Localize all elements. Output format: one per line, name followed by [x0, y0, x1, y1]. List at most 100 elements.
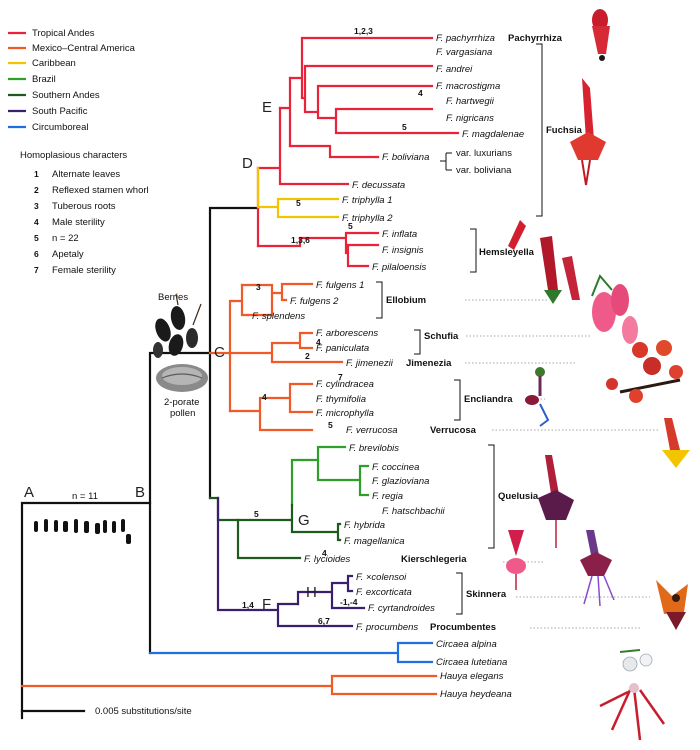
char-num-4: 4	[34, 217, 39, 227]
chromosome-number: n = 11	[72, 491, 98, 502]
taxon-labels: F. pachyrrhiza F. vargasiana F. andrei F…	[252, 33, 524, 700]
region-legend: Tropical Andes Mexico–Central America Ca…	[8, 28, 136, 133]
section-procumbentes: Procumbentes	[430, 622, 496, 633]
mark-triphylla: 5	[296, 198, 301, 208]
branch-e-split	[278, 76, 292, 148]
char-label-6: Apetaly	[52, 249, 84, 260]
legend-label-south-pacific: South Pacific	[32, 106, 88, 117]
char-num-1: 1	[34, 169, 39, 179]
taxon-macrostigma: F. macrostigma	[436, 81, 500, 92]
mark-pachyrrhiza: 1,2,3	[354, 26, 373, 36]
flower-pachyrrhiza-photo	[592, 9, 610, 61]
taxon-hartwegii: F. hartwegii	[446, 96, 495, 107]
branch-lycioides	[236, 518, 302, 560]
taxon-hatschbachii: F. hatschbachii	[382, 506, 446, 517]
taxon-fulgens2: F. fulgens 2	[290, 296, 339, 307]
flower-skinnera-photo	[580, 530, 615, 607]
characters-title: Homoplasious characters	[20, 150, 127, 161]
taxon-decussata: F. decussata	[352, 180, 405, 191]
taxon-splendens: F. splendens	[252, 311, 305, 322]
flower-verrucosa-photo	[662, 418, 690, 468]
taxon-hauya-elegans: Hauya elegans	[440, 671, 504, 682]
branch-node-B	[148, 351, 212, 655]
bracket-skinnera	[456, 572, 463, 615]
section-schufia: Schufia	[424, 331, 459, 342]
flower-hemsleyella-photo	[508, 220, 580, 304]
taxon-andrei: F. andrei	[436, 64, 473, 75]
clade-southern-andes	[208, 496, 342, 560]
taxon-triphylla1: F. triphylla 1	[342, 195, 393, 206]
branch-hauya	[20, 674, 438, 696]
bracket-encliandra	[454, 379, 461, 421]
node-label-B: B	[135, 484, 145, 501]
mark-lycioides: 4	[322, 548, 327, 558]
taxon-lycioides: F. lycioides	[304, 554, 351, 565]
mark-encliandra: 4	[262, 392, 267, 402]
mark-cyrtandroides: -1,-4	[340, 597, 358, 607]
berries-label: Berries	[158, 292, 188, 303]
character-legend: Homoplasious characters 1 Alternate leav…	[20, 150, 149, 276]
tree-branches	[20, 36, 460, 720]
legend-label-southern-andes: Southern Andes	[32, 90, 100, 101]
taxon-excorticata: F. excorticata	[356, 587, 412, 598]
mark-procumbens: 6,7	[318, 616, 330, 626]
clade-brazil	[290, 445, 370, 507]
section-quelusia: Quelusia	[498, 491, 539, 502]
branch-macrostigma-group	[316, 84, 460, 135]
branch-southern-andes	[208, 496, 342, 542]
section-skinnera: Skinnera	[466, 589, 507, 600]
branch-ellobium-real	[240, 282, 314, 317]
taxon-arborescens: F. arborescens	[316, 328, 378, 339]
bracket-ellobium	[376, 281, 383, 319]
clade-south-pacific	[216, 496, 366, 628]
taxon-cylindracea: F. cylindracea	[316, 379, 374, 390]
char-label-2: Reflexed stamen whorl	[52, 185, 149, 196]
flower-encliandra-photo	[525, 367, 550, 427]
taxon-var-luxurians: var. luxurians	[456, 148, 512, 159]
flower-kierschlegeria-photo	[506, 530, 526, 590]
taxon-boliviana: F. boliviana	[382, 152, 429, 163]
branch-inner-helper	[305, 98, 442, 124]
taxon-paniculata: F. paniculata	[316, 343, 369, 354]
pollen-label-line2: pollen	[170, 408, 195, 419]
char-num-6: 6	[34, 249, 39, 259]
boliviana-bracket	[440, 152, 452, 171]
legend-label-circumboreal: Circumboreal	[32, 122, 89, 133]
char-label-7: Female sterility	[52, 265, 116, 276]
taxon-var-boliviana: var. boliviana	[456, 165, 512, 176]
char-label-1: Alternate leaves	[52, 169, 120, 180]
taxon-coccinea: F. coccinea	[372, 462, 419, 473]
taxon-procumbens: F. procumbens	[356, 622, 418, 633]
char-num-3: 3	[34, 201, 39, 211]
legend-label-mexico: Mexico–Central America	[32, 43, 136, 54]
branch-circaea	[148, 641, 434, 664]
section-verrucosa: Verrucosa	[430, 425, 477, 436]
node-label-G: G	[298, 512, 310, 529]
mark-inflata: 5	[348, 221, 353, 231]
section-jimenezia: Jimenezia	[406, 358, 452, 369]
section-brackets	[376, 43, 543, 615]
flower-schufia-photo	[606, 340, 683, 403]
char-num-7: 7	[34, 265, 39, 275]
taxon-nigricans: F. nigricans	[446, 113, 494, 124]
mark-hartwegii: 4	[418, 88, 423, 98]
bracket-quelusia	[488, 444, 495, 549]
taxon-fulgens1: F. fulgens 1	[316, 280, 364, 291]
bracket-hemsleyella	[470, 228, 477, 273]
legend-label-tropical-andes: Tropical Andes	[32, 28, 95, 39]
taxon-hauya-heydeana: Hauya heydeana	[440, 689, 512, 700]
branch-andrei-group	[288, 36, 434, 114]
branch-encliandra-verrucosa	[228, 382, 314, 432]
section-ellobium: Ellobium	[386, 295, 426, 306]
taxon-insignis: F. insignis	[382, 245, 424, 256]
branch-root-A	[20, 501, 152, 720]
branch-triphylla	[256, 166, 340, 219]
node-label-H: H	[306, 584, 317, 601]
char-label-3: Tuberous roots	[52, 201, 116, 212]
node-label-A: A	[24, 484, 34, 501]
branch-node-E	[256, 106, 350, 186]
taxon-pachyrrhiza: F. pachyrrhiza	[436, 33, 495, 44]
taxon-thymifolia: F. thymifolia	[316, 394, 366, 405]
branch-node-F	[216, 496, 354, 628]
flower-fuchsia-photo	[570, 78, 606, 186]
